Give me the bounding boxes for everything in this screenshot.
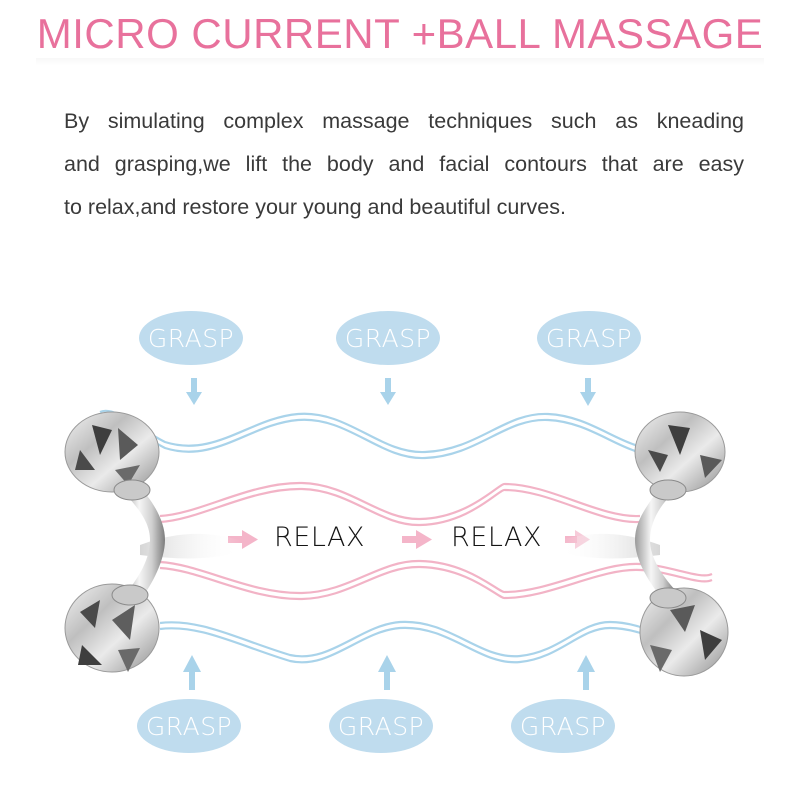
grasp-label-top-3: GRASP xyxy=(537,311,641,365)
grasp-label-bottom-1: GRASP xyxy=(137,699,241,753)
grasp-label-top-2: GRASP xyxy=(336,311,440,365)
roller-right xyxy=(560,411,729,677)
arrow-down-icon xyxy=(186,378,596,406)
page-title: MICRO CURRENT +BALL MASSAGE xyxy=(36,10,764,57)
roller-left xyxy=(64,411,240,673)
description-line-2: and grasping,we lift the body and facial… xyxy=(64,152,744,176)
pink-wave-lower xyxy=(159,559,713,601)
description-line-1: By simulating complex massage techniques… xyxy=(64,109,744,133)
grasp-label-top-1: GRASP xyxy=(139,311,243,365)
relax-label-1: RELAX xyxy=(274,522,365,553)
title-underline-band xyxy=(36,58,764,66)
description-line-3: to relax,and restore your young and beau… xyxy=(64,195,566,219)
blue-wave-top xyxy=(99,409,701,460)
description: By simulating complex massage techniques… xyxy=(64,100,744,229)
blue-wave-bottom xyxy=(159,620,661,664)
pink-wave-upper xyxy=(159,481,641,527)
arrow-up-icon xyxy=(183,655,595,690)
relax-label-2: RELAX xyxy=(451,522,542,553)
grasp-label-bottom-2: GRASP xyxy=(329,699,433,753)
grasp-label-bottom-3: GRASP xyxy=(511,699,615,753)
